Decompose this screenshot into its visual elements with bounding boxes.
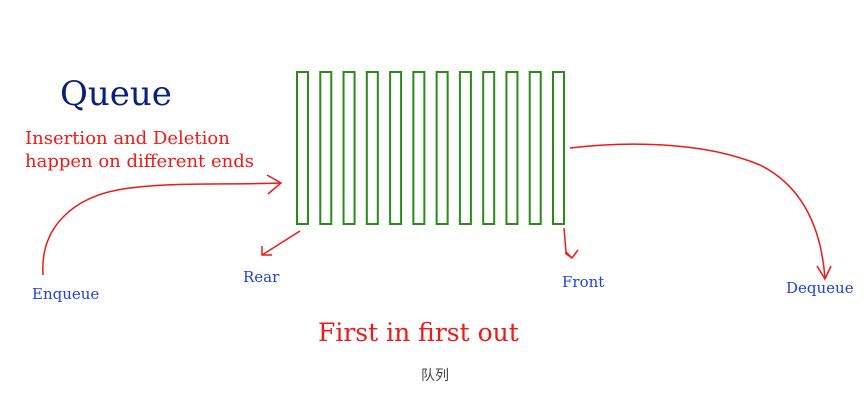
rear-label: Rear [243, 268, 280, 286]
queue-slot [552, 71, 565, 225]
caption: 队列 [421, 368, 449, 384]
queue-slot [528, 71, 542, 225]
queue-slot [342, 71, 356, 225]
rear-arrowhead-icon [261, 246, 272, 256]
description-line-2: happen on different ends [25, 151, 255, 172]
queue-slot [412, 71, 426, 225]
queue-slot [505, 71, 519, 225]
front-label: Front [562, 273, 605, 291]
queue-slot [319, 71, 333, 225]
queue-slot [435, 71, 449, 225]
dequeue-label: Dequeue [786, 279, 854, 297]
rear-arrow [261, 230, 301, 256]
enqueue-arrowhead-icon [266, 174, 283, 195]
enqueue-arrow [42, 182, 281, 276]
queue-slot [482, 71, 496, 225]
queue-slot [458, 71, 472, 225]
description-line-1: Insertion and Deletion [25, 128, 230, 149]
queue-slot [296, 71, 309, 225]
queue-slot [389, 71, 403, 225]
front-arrowhead-icon [564, 249, 579, 260]
queue-slots [296, 71, 565, 225]
dequeue-arrowhead-icon [816, 265, 832, 281]
dequeue-arrow [569, 143, 826, 279]
enqueue-label: Enqueue [32, 285, 100, 303]
diagram-title: Queue [60, 74, 172, 114]
fifo-label: First in first out [318, 318, 519, 347]
queue-slot [365, 71, 379, 225]
description: Insertion and Deletion happen on differe… [25, 127, 254, 173]
